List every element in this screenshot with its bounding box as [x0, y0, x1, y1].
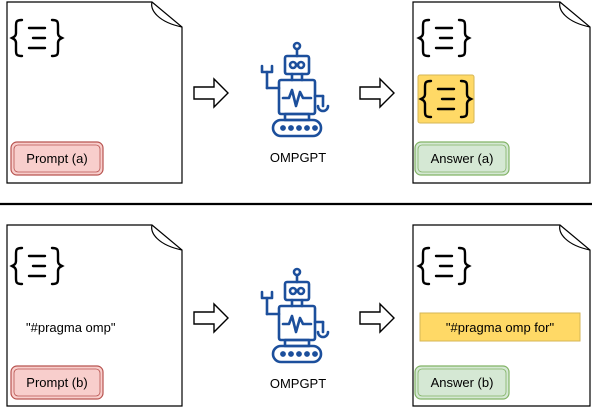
- row-a: Prompt (a) OMPGPT Answer (a): [6, 1, 591, 184]
- answer-a-tag: Answer (a): [431, 151, 494, 166]
- document-icon: [412, 1, 591, 184]
- prompt-b-document: "#pragma omp" Prompt (b): [6, 224, 183, 407]
- answer-b-document: "#pragma omp for" Answer (b): [412, 224, 591, 407]
- answer-b-tag-box: [414, 365, 510, 400]
- model-b: OMPGPT: [260, 267, 330, 391]
- model-a: OMPGPT: [260, 41, 330, 165]
- arrow-right-icon: [359, 78, 395, 108]
- arrow-right-icon: [193, 303, 229, 333]
- robot-icon: [260, 41, 330, 138]
- document-icon: [6, 224, 183, 407]
- arrow-right-icon: [193, 78, 229, 108]
- answer-a-document: Answer (a): [412, 1, 591, 184]
- prompt-a-document: Prompt (a): [6, 1, 183, 184]
- arrow-right-icon: [359, 303, 395, 333]
- answer-a-tag-box: [414, 141, 510, 176]
- prompt-a-tag: Prompt (a): [26, 151, 87, 166]
- row-b: "#pragma omp" Prompt (b) OMPGPT "#pragma…: [6, 224, 591, 407]
- prompt-b-tag: Prompt (b): [26, 375, 87, 390]
- robot-icon: [260, 267, 330, 364]
- prompt-a-tag-box: [10, 141, 104, 176]
- document-icon: [6, 1, 183, 184]
- model-a-label: OMPGPT: [270, 150, 326, 165]
- model-b-label: OMPGPT: [270, 376, 326, 391]
- answer-b-highlight: [419, 312, 581, 342]
- prompt-b-tag-box: [10, 365, 104, 400]
- answer-b-tag: Answer (b): [431, 375, 494, 390]
- prompt-b-text: "#pragma omp": [26, 320, 116, 335]
- answer-b-text: "#pragma omp for": [446, 320, 555, 335]
